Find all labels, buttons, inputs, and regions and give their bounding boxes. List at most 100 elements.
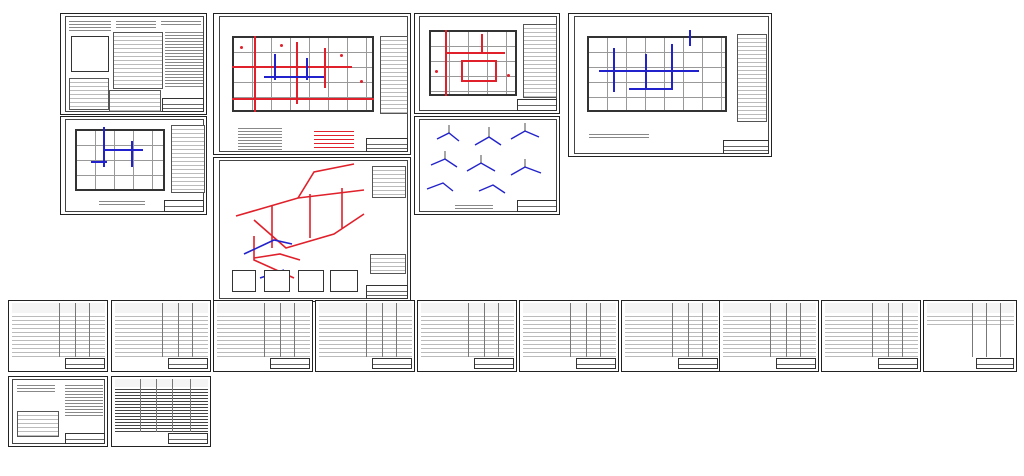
fixture-point (340, 54, 343, 57)
sheet-frame (574, 16, 769, 154)
fixture-point (360, 80, 363, 83)
pipe-return (671, 44, 673, 90)
title-block (270, 358, 310, 369)
pipe-return (103, 127, 105, 167)
detail-section (232, 270, 256, 292)
pipe-return (613, 48, 615, 92)
pipe-return (599, 70, 699, 72)
sheet-specification-page[interactable] (519, 300, 619, 372)
notes-text (165, 30, 203, 88)
sheet-specification-page[interactable] (8, 300, 108, 372)
floor-plan (587, 36, 727, 112)
riser-diagrams (426, 123, 542, 194)
pipe-supply (296, 42, 298, 104)
title-block (976, 358, 1014, 369)
sheet-ground-floor-plan[interactable] (60, 116, 207, 215)
pipe-supply (445, 30, 447, 96)
detail-section (264, 270, 290, 292)
sheet-specification-page[interactable] (821, 300, 921, 372)
sheet-text-block (116, 19, 156, 29)
notes-text (455, 203, 493, 211)
cover-text (65, 383, 103, 417)
sheet-second-floor-plan[interactable] (414, 13, 560, 114)
floor-plan (75, 129, 165, 191)
pipe-return (264, 76, 324, 78)
pipe-supply (232, 66, 352, 68)
pipe-supply (445, 52, 505, 54)
sheet-specification-page[interactable] (923, 300, 1017, 372)
data-table (109, 90, 161, 112)
pipe-supply (324, 48, 326, 88)
pipe-return (629, 88, 673, 90)
fixture-point (240, 46, 243, 49)
legend-text (314, 128, 354, 150)
title-block (164, 200, 204, 212)
pipe-return (131, 141, 133, 167)
detail-section (330, 270, 358, 292)
title-block (723, 140, 769, 154)
detail-block (372, 166, 406, 198)
title-block (65, 433, 105, 444)
title-block (517, 200, 557, 212)
title-block (162, 98, 204, 112)
title-block (372, 358, 412, 369)
title-block (168, 433, 208, 444)
title-block (366, 285, 408, 299)
notes-text (99, 199, 145, 205)
sheet-specification-page[interactable] (417, 300, 517, 372)
pipe-return (274, 54, 276, 80)
title-block (776, 358, 816, 369)
sheet-specification-page[interactable] (213, 300, 313, 372)
sheet-text-block (69, 19, 111, 33)
sheet-cover[interactable] (8, 376, 108, 447)
data-table (69, 78, 109, 110)
sheet-first-floor-plan[interactable] (213, 13, 411, 155)
specification-table (927, 313, 1014, 327)
sheet-frame (219, 160, 408, 299)
pipe-supply (481, 34, 483, 54)
cover-text (17, 383, 55, 393)
title-block (678, 358, 718, 369)
title-block (366, 138, 408, 152)
notes-text (589, 132, 649, 140)
sheet-frame (419, 119, 557, 212)
legend-table (171, 125, 205, 193)
sheet-general-data[interactable] (60, 13, 207, 115)
sheet-specification-page[interactable] (719, 300, 819, 372)
sheet-upper-floor-plan[interactable] (568, 13, 772, 157)
title-block (576, 358, 616, 369)
fixture-point (435, 70, 438, 73)
sheet-specification-page[interactable] (315, 300, 415, 372)
title-block (878, 358, 918, 369)
fixture-point (280, 44, 283, 47)
sheet-text-block (161, 19, 201, 27)
sheet-list-table (17, 411, 59, 437)
legend-table (523, 24, 557, 98)
equipment-table (115, 387, 208, 432)
sheet-riser-schemes[interactable] (414, 116, 560, 215)
pipe-supply (232, 98, 374, 100)
title-block (65, 358, 105, 369)
legend-table (737, 34, 767, 122)
pipe-supply (461, 60, 497, 82)
sheet-specification-page[interactable] (111, 300, 211, 372)
axonometric-diagram (235, 163, 365, 279)
pipe-return (91, 161, 107, 163)
fixture-point (507, 74, 510, 77)
sheet-equipment-table[interactable] (111, 376, 211, 447)
pipe-supply (254, 36, 256, 112)
sheet-specification-page[interactable] (621, 300, 721, 372)
pipe-return (103, 149, 143, 151)
title-block (474, 358, 514, 369)
key-plan (71, 36, 109, 72)
pipe-return (306, 58, 308, 80)
title-block (517, 99, 557, 111)
legend-table (380, 36, 408, 114)
notes-text (238, 126, 282, 150)
pipe-return (689, 30, 691, 46)
sheet-axonometric-scheme[interactable] (213, 157, 411, 302)
sheet-frame (12, 379, 105, 444)
title-block (168, 358, 208, 369)
data-table (113, 32, 163, 89)
